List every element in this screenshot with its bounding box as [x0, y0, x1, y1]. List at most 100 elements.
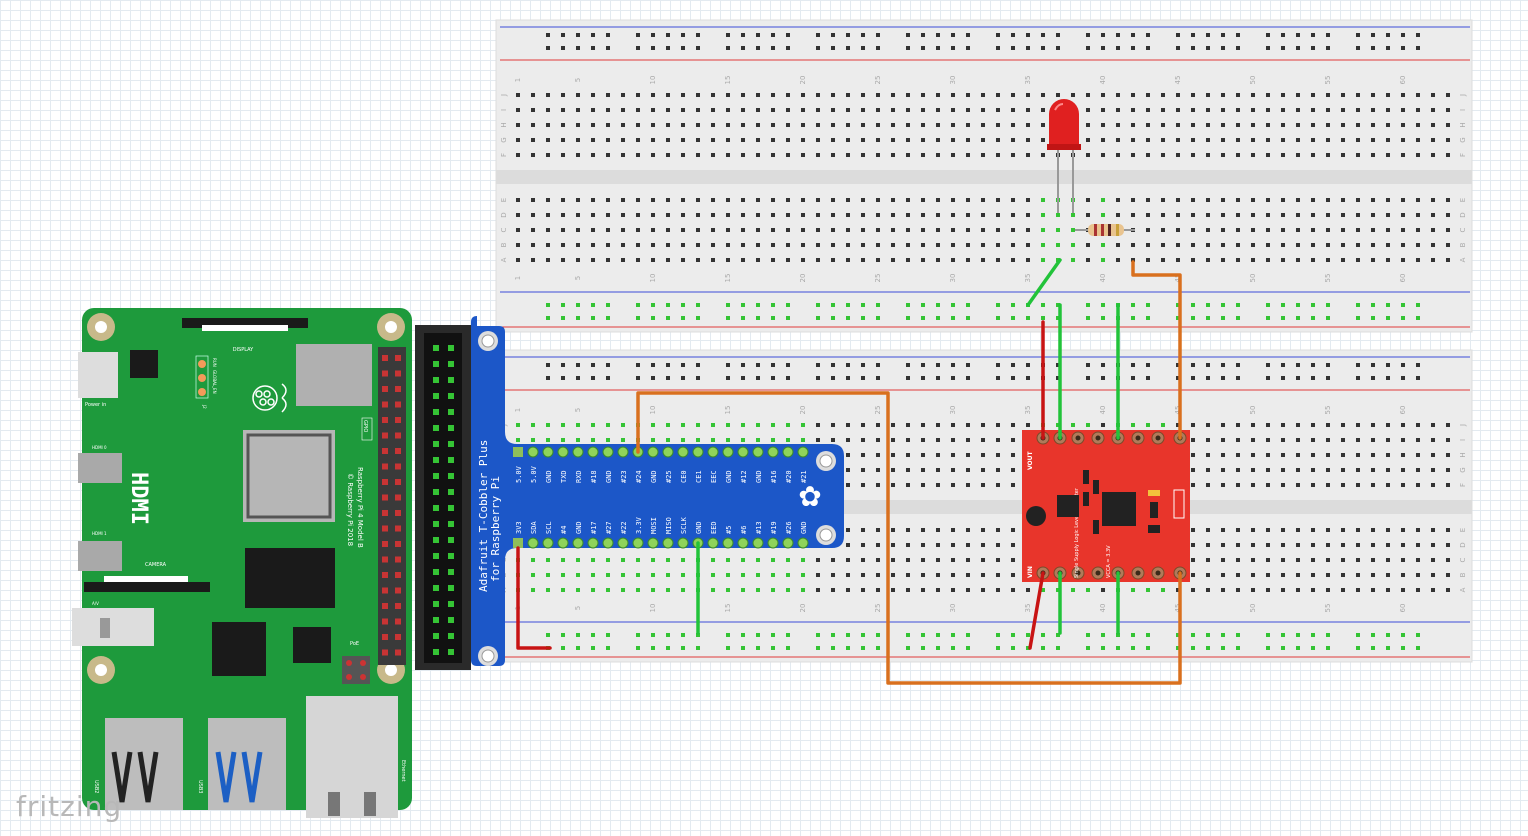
breadboard-hole[interactable]: [546, 198, 550, 202]
breadboard-hole[interactable]: [1026, 198, 1030, 202]
breadboard-hole[interactable]: [1191, 453, 1195, 457]
breadboard-hole[interactable]: [621, 228, 625, 232]
breadboard-hole[interactable]: [711, 123, 715, 127]
breadboard-hole[interactable]: [576, 558, 580, 562]
breadboard-hole[interactable]: [1206, 213, 1210, 217]
breadboard-hole[interactable]: [726, 633, 730, 637]
breadboard-hole[interactable]: [561, 303, 565, 307]
breadboard-hole[interactable]: [1236, 558, 1240, 562]
breadboard-hole[interactable]: [1101, 108, 1105, 112]
breadboard-hole[interactable]: [561, 558, 565, 562]
breadboard-hole[interactable]: [1191, 243, 1195, 247]
breadboard-hole[interactable]: [741, 438, 745, 442]
breadboard-hole[interactable]: [1176, 46, 1180, 50]
breadboard-hole[interactable]: [936, 138, 940, 142]
breadboard-hole[interactable]: [906, 588, 910, 592]
breadboard-hole[interactable]: [1236, 588, 1240, 592]
breadboard-hole[interactable]: [1311, 558, 1315, 562]
breadboard-hole[interactable]: [996, 213, 1000, 217]
breadboard-hole[interactable]: [906, 243, 910, 247]
breadboard-hole[interactable]: [1191, 558, 1195, 562]
breadboard-hole[interactable]: [1251, 543, 1255, 547]
breadboard-hole[interactable]: [1281, 303, 1285, 307]
breadboard-hole[interactable]: [711, 573, 715, 577]
breadboard-hole[interactable]: [936, 376, 940, 380]
breadboard-hole[interactable]: [741, 376, 745, 380]
breadboard-hole[interactable]: [876, 573, 880, 577]
breadboard-hole[interactable]: [771, 243, 775, 247]
breadboard-hole[interactable]: [1446, 543, 1450, 547]
breadboard-hole[interactable]: [1371, 573, 1375, 577]
breadboard-hole[interactable]: [861, 228, 865, 232]
breadboard-hole[interactable]: [1086, 138, 1090, 142]
breadboard-hole[interactable]: [1176, 646, 1180, 650]
breadboard-hole[interactable]: [1281, 46, 1285, 50]
breadboard-hole[interactable]: [1236, 528, 1240, 532]
breadboard-hole[interactable]: [1281, 573, 1285, 577]
breadboard-hole[interactable]: [1311, 138, 1315, 142]
breadboard-hole[interactable]: [1221, 573, 1225, 577]
breadboard-hole[interactable]: [1446, 588, 1450, 592]
breadboard-hole[interactable]: [1416, 423, 1420, 427]
breadboard-hole[interactable]: [681, 213, 685, 217]
breadboard-hole[interactable]: [1296, 213, 1300, 217]
cobbler-pin[interactable]: [737, 537, 749, 549]
breadboard-hole[interactable]: [1221, 646, 1225, 650]
breadboard-hole[interactable]: [1161, 243, 1165, 247]
breadboard-hole[interactable]: [981, 483, 985, 487]
breadboard-hole[interactable]: [1131, 138, 1135, 142]
breadboard-hole[interactable]: [1266, 258, 1270, 262]
breadboard-hole[interactable]: [1356, 646, 1360, 650]
breadboard-hole[interactable]: [996, 258, 1000, 262]
breadboard-hole[interactable]: [546, 588, 550, 592]
breadboard-hole[interactable]: [1416, 228, 1420, 232]
breadboard-hole[interactable]: [741, 573, 745, 577]
breadboard-hole[interactable]: [591, 198, 595, 202]
breadboard-hole[interactable]: [921, 198, 925, 202]
breadboard-hole[interactable]: [1191, 468, 1195, 472]
breadboard-hole[interactable]: [1011, 483, 1015, 487]
breadboard-hole[interactable]: [816, 123, 820, 127]
breadboard-hole[interactable]: [966, 646, 970, 650]
breadboard-hole[interactable]: [1116, 213, 1120, 217]
breadboard-hole[interactable]: [1446, 138, 1450, 142]
breadboard-hole[interactable]: [906, 303, 910, 307]
breadboard-hole[interactable]: [966, 468, 970, 472]
breadboard-hole[interactable]: [1041, 46, 1045, 50]
breadboard-hole[interactable]: [591, 588, 595, 592]
breadboard-hole[interactable]: [891, 153, 895, 157]
breadboard-hole[interactable]: [891, 423, 895, 427]
breadboard-hole[interactable]: [651, 108, 655, 112]
breadboard-hole[interactable]: [606, 138, 610, 142]
breadboard-hole[interactable]: [1296, 228, 1300, 232]
breadboard-hole[interactable]: [1221, 423, 1225, 427]
breadboard-hole[interactable]: [1311, 258, 1315, 262]
breadboard-hole[interactable]: [741, 153, 745, 157]
breadboard-hole[interactable]: [1266, 198, 1270, 202]
breadboard-hole[interactable]: [1431, 123, 1435, 127]
breadboard-hole[interactable]: [846, 243, 850, 247]
breadboard-hole[interactable]: [1386, 33, 1390, 37]
breadboard-hole[interactable]: [651, 153, 655, 157]
breadboard-hole[interactable]: [1206, 483, 1210, 487]
breadboard-hole[interactable]: [861, 213, 865, 217]
breadboard-hole[interactable]: [1296, 573, 1300, 577]
breadboard-hole[interactable]: [771, 228, 775, 232]
breadboard-hole[interactable]: [1386, 543, 1390, 547]
breadboard-hole[interactable]: [1041, 198, 1045, 202]
breadboard-hole[interactable]: [636, 303, 640, 307]
breadboard-hole[interactable]: [531, 423, 535, 427]
breadboard-hole[interactable]: [801, 573, 805, 577]
breadboard-hole[interactable]: [876, 423, 880, 427]
breadboard-hole[interactable]: [906, 483, 910, 487]
breadboard-hole[interactable]: [756, 363, 760, 367]
breadboard-hole[interactable]: [1311, 108, 1315, 112]
breadboard-hole[interactable]: [1356, 573, 1360, 577]
breadboard-hole[interactable]: [711, 93, 715, 97]
breadboard-hole[interactable]: [1416, 468, 1420, 472]
breadboard-hole[interactable]: [1131, 46, 1135, 50]
breadboard-hole[interactable]: [1026, 588, 1030, 592]
breadboard-hole[interactable]: [1311, 33, 1315, 37]
breadboard-hole[interactable]: [786, 93, 790, 97]
breadboard-hole[interactable]: [891, 93, 895, 97]
